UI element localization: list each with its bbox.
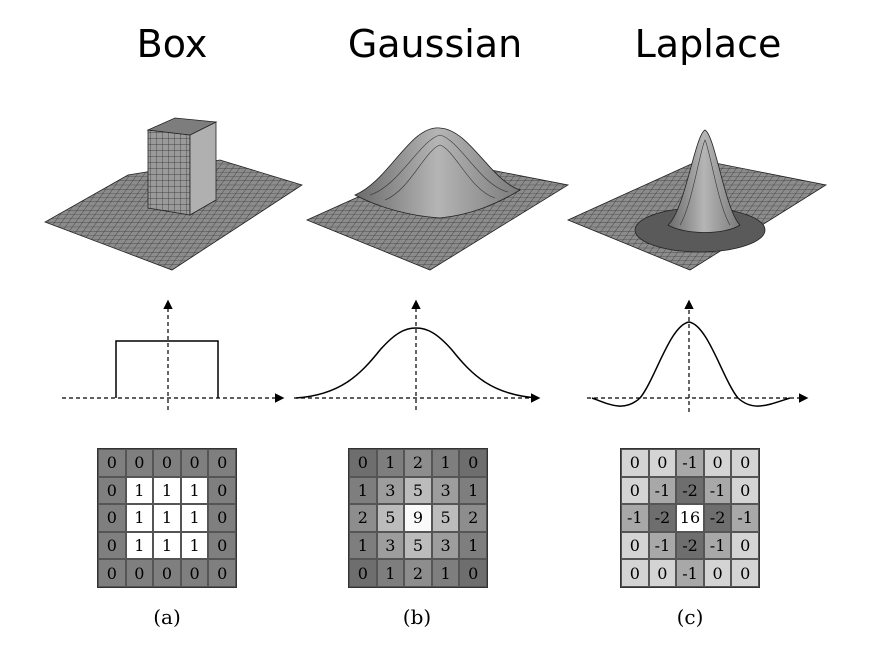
kernel-cell: 0	[208, 476, 236, 505]
kernel-cell: 0	[621, 531, 649, 560]
kernel-cell: 1	[180, 504, 209, 532]
kernel-cell: 0	[180, 559, 209, 587]
kernel-cell: 0	[731, 449, 759, 477]
kernel-cell: -1	[676, 449, 704, 477]
title-gaussian: Gaussian	[347, 22, 523, 66]
kernel-cell: 0	[731, 476, 759, 505]
kernel-cell: 0	[98, 476, 126, 505]
box-surface	[44, 117, 303, 271]
kernel-cell: 2	[349, 504, 377, 532]
caption-c: (c)	[676, 605, 704, 629]
kernel-cell: 1	[376, 559, 405, 587]
kernel-cell: 0	[731, 531, 759, 560]
kernel-cell: 3	[376, 476, 405, 505]
kernel-cell: 1	[349, 476, 377, 505]
kernel-cell: 5	[431, 504, 460, 532]
title-laplace: Laplace	[634, 22, 782, 66]
kernel-cell: -1	[703, 476, 732, 505]
kernel-cell: 0	[98, 559, 126, 587]
kernel-cell: -1	[731, 504, 759, 532]
kernel-cell: 1	[180, 476, 209, 505]
kernel-cell: 0	[459, 559, 487, 587]
box-profile	[62, 299, 285, 410]
kernel-cell: 0	[349, 449, 377, 477]
caption-a: (a)	[153, 605, 181, 629]
kernel-cell: 0	[208, 449, 236, 477]
kernel-cell: 0	[349, 559, 377, 587]
kernel-cell: 2	[404, 449, 432, 477]
kernel-cell: 0	[208, 531, 236, 560]
kernel-cell: 0	[125, 559, 154, 587]
kernel-cell: 9	[404, 504, 432, 532]
kernel-cell: 1	[125, 504, 154, 532]
gaussian-surface	[305, 127, 570, 271]
kernel-cell: 0	[459, 449, 487, 477]
kernel-cell: 0	[153, 559, 181, 587]
kernel-cell: 3	[431, 476, 460, 505]
kernel-cell: 0	[703, 559, 732, 587]
kernel-cell: 0	[621, 449, 649, 477]
kernel-cell: -1	[621, 504, 649, 532]
kernel-cell: 0	[208, 504, 236, 532]
laplace-profile	[587, 299, 809, 412]
kernel-cell: -2	[676, 476, 704, 505]
kernel-cell: 0	[621, 476, 649, 505]
kernel-cell: 1	[153, 531, 181, 560]
kernel-cell: 0	[98, 504, 126, 532]
kernel-cell: 0	[648, 449, 677, 477]
kernel-cell: 0	[703, 449, 732, 477]
kernel-cell: -1	[648, 531, 677, 560]
kernel-cell: 1	[153, 476, 181, 505]
kernel-cell: 5	[376, 504, 405, 532]
kernel-cell: 1	[431, 449, 460, 477]
kernel-cell: 1	[459, 476, 487, 505]
kernel-cell: 5	[404, 476, 432, 505]
kernel-cell: 0	[621, 559, 649, 587]
kernel-cell: -1	[703, 531, 732, 560]
title-box: Box	[136, 22, 208, 66]
kernel-cell: -2	[676, 531, 704, 560]
kernel-cell: 1	[459, 531, 487, 560]
kernel-cell: 3	[431, 531, 460, 560]
kernel-cell: 3	[376, 531, 405, 560]
gaussian-profile	[294, 299, 541, 410]
laplace-surface	[566, 129, 828, 271]
kernel-cell: 0	[125, 449, 154, 477]
kernel-cell: -2	[648, 504, 677, 532]
kernel-cell: 1	[125, 476, 154, 505]
kernel-cell: 1	[376, 449, 405, 477]
kernel-cell: 0	[153, 449, 181, 477]
kernel-cell: 0	[180, 449, 209, 477]
kernel-cell: 1	[349, 531, 377, 560]
kernel-cell: 1	[180, 531, 209, 560]
kernel-cell: 1	[125, 531, 154, 560]
kernel-cell: 0	[648, 559, 677, 587]
kernel-cell: 5	[404, 531, 432, 560]
kernel-cell: 0	[98, 449, 126, 477]
kernel-cell: -2	[703, 504, 732, 532]
kernel-cell: 1	[431, 559, 460, 587]
kernel-cell: 1	[153, 504, 181, 532]
kernel-cell: 0	[98, 531, 126, 560]
kernel-cell: 0	[208, 559, 236, 587]
kernel-cell: 2	[404, 559, 432, 587]
kernel-cell: 2	[459, 504, 487, 532]
kernel-cell: -1	[676, 559, 704, 587]
kernel-cell: 16	[676, 504, 704, 532]
caption-b: (b)	[402, 605, 432, 629]
kernel-cell: 0	[731, 559, 759, 587]
kernel-cell: -1	[648, 476, 677, 505]
